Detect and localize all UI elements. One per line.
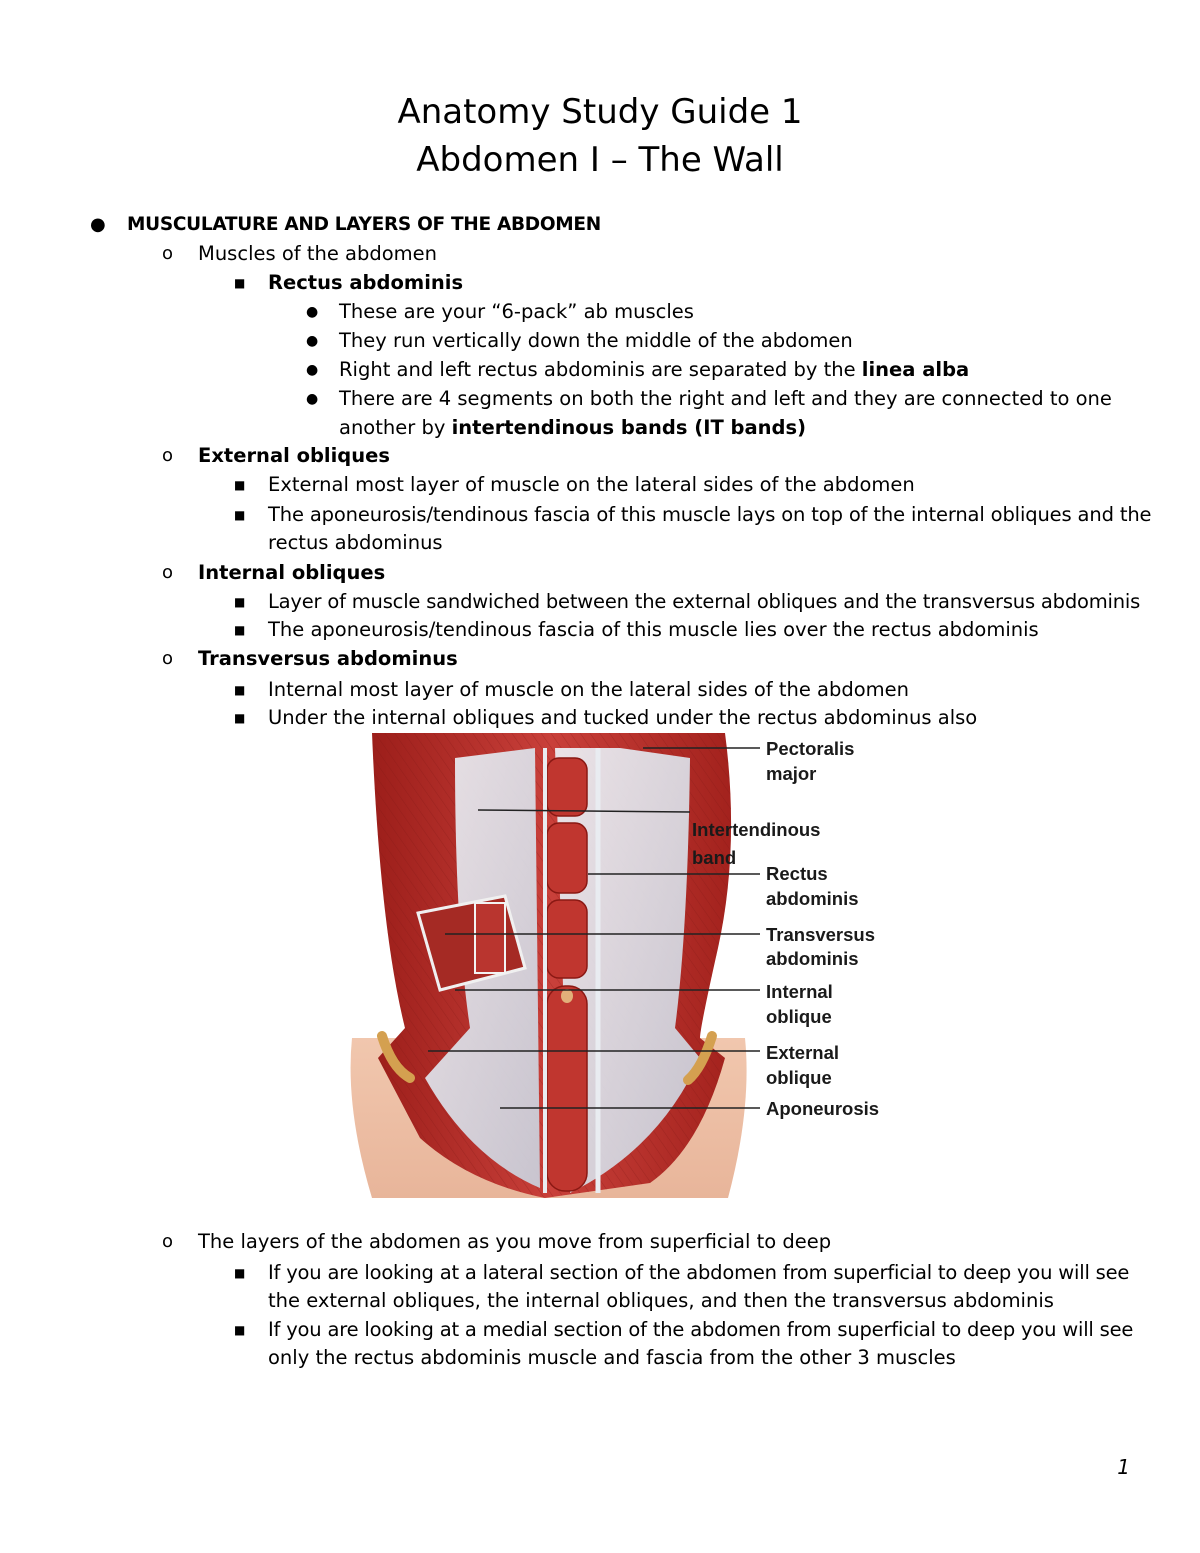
muscles-heading: Muscles of the abdomen <box>198 242 438 265</box>
label-internal-1: Internal <box>766 981 833 1002</box>
rectus-bullet-4-text: another by <box>339 416 452 439</box>
layers-bullet-2: If you are looking at a medial section o… <box>268 1318 1134 1341</box>
internal-bullet-2: The aponeurosis/tendinous fascia of this… <box>268 618 1039 641</box>
bullet-circle: o <box>162 562 174 583</box>
external-bullet-2-cont: rectus abdominus <box>268 531 443 554</box>
page-title-line2: Abdomen I – The Wall <box>416 140 784 180</box>
bullet-square: ■ <box>234 595 246 609</box>
label-rectus-2: abdominis <box>766 888 859 909</box>
label-aponeurosis: Aponeurosis <box>766 1098 879 1119</box>
bullet-square: ■ <box>234 623 246 637</box>
label-external-1: External <box>766 1042 839 1063</box>
label-intertendinous-2: band <box>692 847 736 868</box>
bullet-dot: ● <box>90 214 106 235</box>
label-external-2: oblique <box>766 1067 832 1088</box>
layers-bullet-1-cont: the external obliques, the internal obli… <box>268 1289 1054 1312</box>
transversus-bullet-2: Under the internal obliques and tucked u… <box>268 706 978 729</box>
rectus-bullet-4-cont: another by intertendinous bands (IT band… <box>339 414 806 442</box>
linea-alba-term: linea alba <box>861 358 970 381</box>
bullet-dot: ● <box>306 391 319 407</box>
abdominal-muscles-figure: Pectoralis major Intertendinous band Rec… <box>350 733 879 1198</box>
label-intertendinous-1: Intertendinous <box>692 819 820 840</box>
external-heading: External obliques <box>198 444 390 467</box>
layers-heading: The layers of the abdomen as you move fr… <box>198 1230 832 1253</box>
transversus-bullet-1: Internal most layer of muscle on the lat… <box>268 678 910 701</box>
internal-heading: Internal obliques <box>198 561 386 584</box>
rectus-bullet-3: Right and left rectus abdominis are sepa… <box>339 356 969 384</box>
section-heading: MUSCULATURE AND LAYERS OF THE ABDOMEN <box>127 214 601 235</box>
bullet-square: ■ <box>234 711 246 725</box>
bullet-circle: o <box>162 445 174 466</box>
page-title-line1: Anatomy Study Guide 1 <box>397 92 803 132</box>
bullet-dot: ● <box>306 304 319 320</box>
it-bands-term: intertendinous bands (IT bands) <box>451 416 807 439</box>
bullet-square: ■ <box>234 1266 246 1280</box>
bullet-square: ■ <box>234 683 246 697</box>
external-bullet-1: External most layer of muscle on the lat… <box>268 473 915 496</box>
bullet-square: ■ <box>234 1323 246 1337</box>
bullet-circle: o <box>162 243 174 264</box>
bullet-circle: o <box>162 648 174 669</box>
label-transversus-2: abdominis <box>766 948 859 969</box>
label-internal-2: oblique <box>766 1006 832 1027</box>
bullet-circle: o <box>162 1231 174 1252</box>
rectus-bullet-1: These are your “6-pack” ab muscles <box>339 300 694 323</box>
label-transversus-1: Transversus <box>766 924 875 945</box>
page-number: 1 <box>1117 1455 1130 1479</box>
rectus-bullet-4: There are 4 segments on both the right a… <box>339 387 1112 410</box>
rectus-abdominis <box>546 757 588 1192</box>
layers-bullet-2-cont: only the rectus abdominis muscle and fas… <box>268 1346 956 1369</box>
bullet-square: ■ <box>234 508 246 522</box>
external-bullet-2: The aponeurosis/tendinous fascia of this… <box>268 503 1152 526</box>
label-pectoralis-2: major <box>766 763 816 784</box>
rectus-bullet-2: They run vertically down the middle of t… <box>339 329 853 352</box>
bullet-square: ■ <box>234 478 246 492</box>
bullet-square: ■ <box>234 276 246 290</box>
layers-bullet-1: If you are looking at a lateral section … <box>268 1261 1130 1284</box>
rectus-bullet-3-text: Right and left rectus abdominis are sepa… <box>339 358 862 381</box>
label-pectoralis-1: Pectoralis <box>766 738 854 759</box>
transversus-heading: Transversus abdominus <box>198 647 458 670</box>
label-rectus-1: Rectus <box>766 863 828 884</box>
bullet-dot: ● <box>306 362 319 378</box>
bullet-dot: ● <box>306 333 319 349</box>
rectus-heading: Rectus abdominis <box>268 271 464 294</box>
internal-bullet-1: Layer of muscle sandwiched between the e… <box>268 590 1141 613</box>
